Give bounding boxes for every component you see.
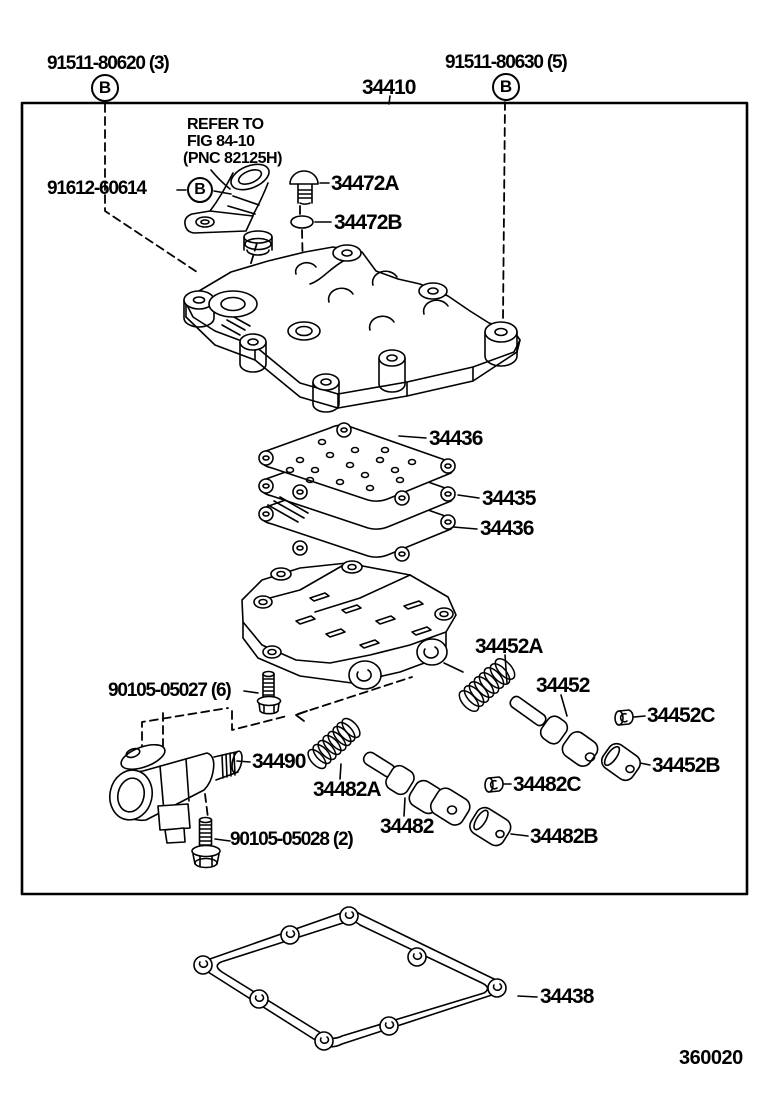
part-label-91511-80630: 91511-80630 (5) (445, 52, 568, 73)
part-label-34452b: 34452B (652, 754, 721, 777)
part-label-90105-05027: 90105-05027 (6) (108, 680, 232, 701)
fastener-symbol-b-top-right: B (492, 73, 520, 101)
part-label-34472a: 34472A (331, 172, 400, 195)
dashed-arrowhead (295, 710, 308, 722)
note-line-1: REFER TO (187, 116, 264, 133)
note-line-2: FIG 84-10 (187, 133, 255, 150)
bolt-05028-drawing (191, 816, 221, 869)
fastener-symbol-b-top-left: B (91, 74, 119, 102)
fastener-symbol-b-union: B (187, 177, 213, 203)
part-label-34452: 34452 (536, 674, 590, 697)
part-label-34436-upper: 34436 (429, 427, 483, 450)
part-label-91511-80620: 91511-80620 (3) (47, 53, 170, 74)
part-label-91612-60614: 91612-60614 (47, 178, 147, 199)
valve-34482-drawing (362, 751, 471, 826)
lower-valve-body-drawing (241, 560, 457, 690)
part-label-34490: 34490 (252, 750, 306, 773)
part-label-34482: 34482 (380, 815, 434, 838)
spring-34452a-drawing (458, 657, 516, 713)
piston-34482b-drawing (469, 806, 512, 847)
gasket-34438-drawing (193, 906, 507, 1051)
part-label-34410: 34410 (362, 76, 416, 99)
part-label-34482c: 34482C (513, 773, 582, 796)
figure-border (20, 101, 749, 896)
separator-plates-drawing (258, 422, 456, 562)
part-label-34472b: 34472B (334, 211, 403, 234)
upper-valve-body-drawing (183, 244, 521, 413)
part-label-34452a: 34452A (475, 635, 544, 658)
gasket-34472b-drawing (290, 215, 314, 229)
plate-hole-marks (285, 438, 417, 492)
part-label-34435: 34435 (482, 487, 536, 510)
leader-lines (176, 95, 651, 998)
part-label-34482a: 34482A (313, 778, 382, 801)
plug-34452c-drawing (614, 709, 634, 726)
plug-34482c-drawing (484, 776, 504, 793)
part-label-34436-lower: 34436 (480, 517, 534, 540)
valve-body-channels (295, 592, 432, 649)
part-label-34482b: 34482B (530, 825, 599, 848)
plug-34472a-drawing (289, 170, 319, 205)
spring-34482a-drawing (307, 717, 361, 770)
bolt-05027-drawing (256, 670, 282, 715)
piston-34452b-drawing (600, 742, 642, 782)
part-label-34452c: 34452C (647, 704, 716, 727)
part-label-90105-05028: 90105-05028 (2) (230, 829, 354, 850)
part-label-34438: 34438 (540, 985, 594, 1008)
solenoid-34490-drawing (109, 743, 243, 844)
valve-34452-drawing (509, 695, 599, 767)
note-line-3: (PNC 82125H) (183, 150, 282, 167)
union-fitting-drawing (184, 163, 273, 256)
figure-number: 360020 (679, 1047, 743, 1069)
